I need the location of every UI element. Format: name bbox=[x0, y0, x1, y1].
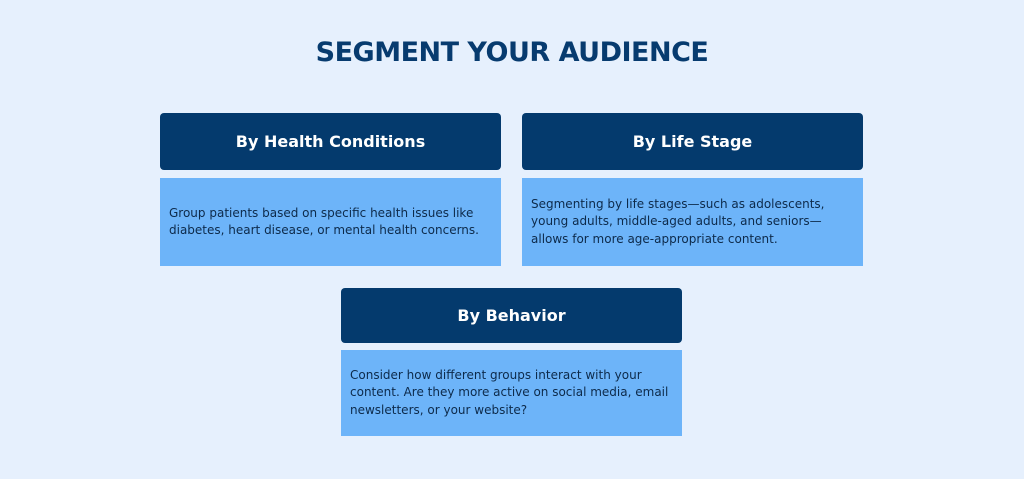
page-title: SEGMENT YOUR AUDIENCE bbox=[315, 37, 709, 68]
card-body-text: Group patients based on specific health … bbox=[169, 205, 479, 238]
card-heading-label: By Life Stage bbox=[632, 132, 753, 151]
card-body-text: Segmenting by life stages—such as adoles… bbox=[531, 196, 825, 246]
card-body-behavior: Consider how different groups interact w… bbox=[341, 350, 682, 436]
card-heading-behavior: By Behavior bbox=[341, 288, 682, 343]
card-body-life-stage: Segmenting by life stages—such as adoles… bbox=[522, 178, 863, 266]
card-body-text: Consider how different groups interact w… bbox=[350, 367, 669, 417]
card-heading-life-stage: By Life Stage bbox=[522, 113, 863, 170]
card-heading-health-conditions: By Health Conditions bbox=[160, 113, 501, 170]
card-heading-label: By Behavior bbox=[457, 306, 566, 325]
card-heading-label: By Health Conditions bbox=[235, 132, 426, 151]
card-body-health-conditions: Group patients based on specific health … bbox=[160, 178, 501, 266]
